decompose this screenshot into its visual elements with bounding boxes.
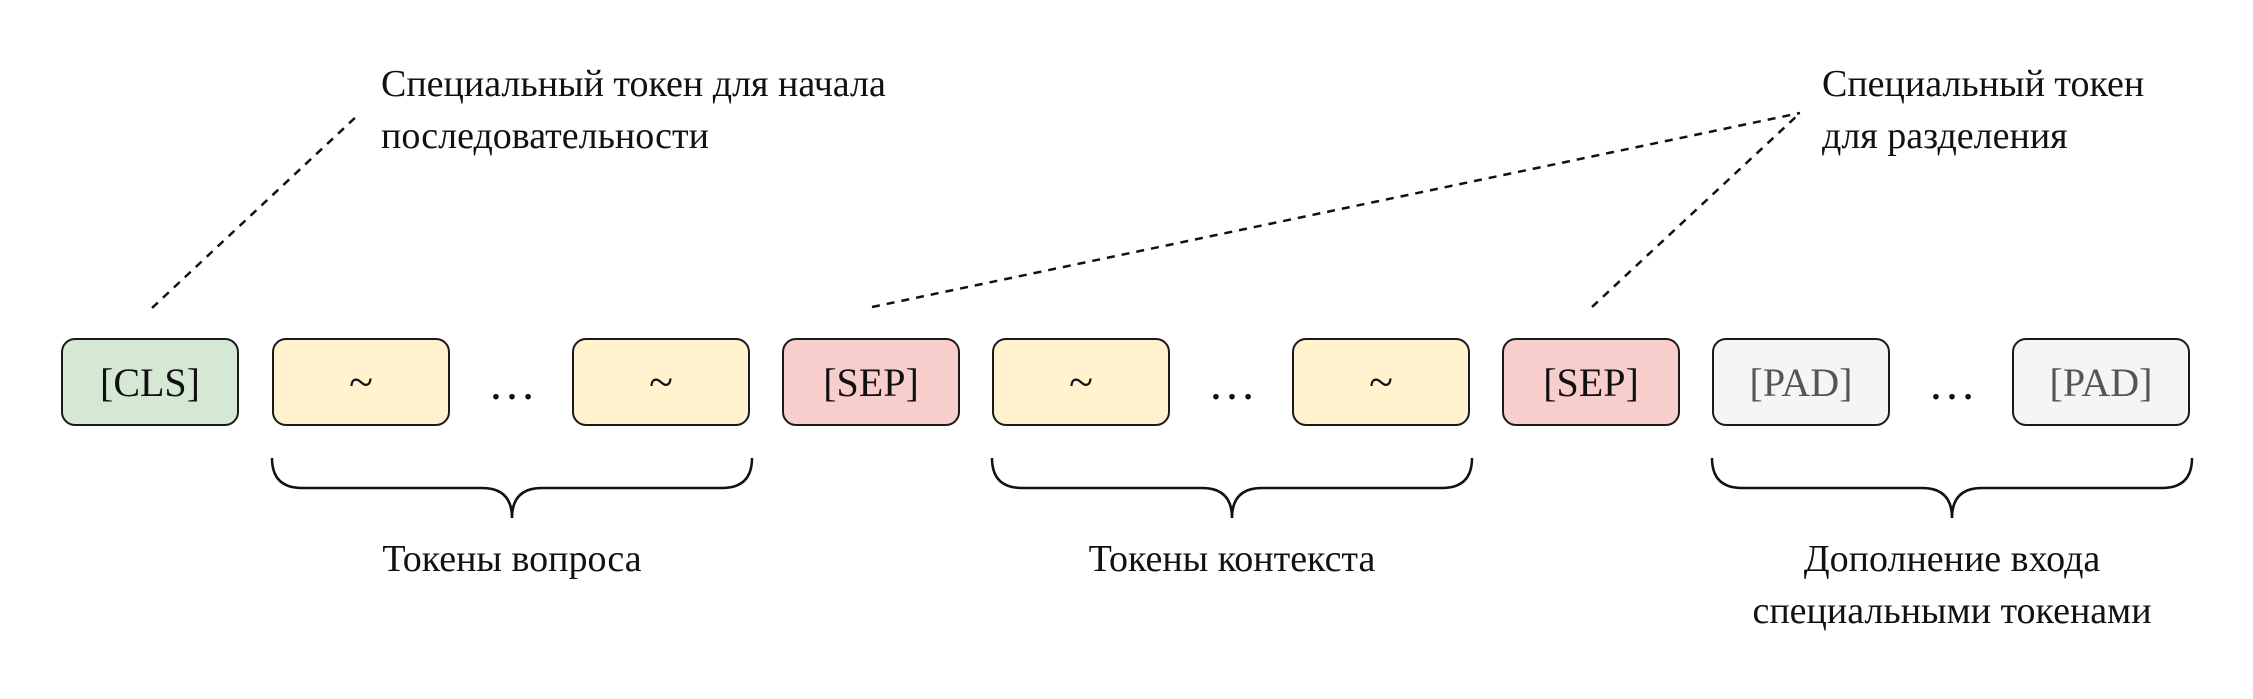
question-token-last-label: ~: [649, 357, 673, 407]
pad-token-last: [PAD]: [2012, 338, 2190, 426]
sep-token-second-label: [SEP]: [1543, 359, 1639, 405]
cls-annotation-line1: Специальный токен для начала: [381, 63, 886, 105]
pad-ellipsis: …: [1928, 357, 1976, 410]
sep-token-second: [SEP]: [1502, 338, 1680, 426]
padding-group-label-line2: специальными токенами: [1752, 590, 2152, 632]
cls-token-label: [CLS]: [100, 359, 200, 405]
question-ellipsis: …: [488, 357, 536, 410]
sep-annotation-line1: Специальный токен: [1822, 63, 2145, 105]
padding-brace: [1710, 457, 2194, 519]
question-token-first-label: ~: [349, 357, 373, 407]
context-token-last-label: ~: [1369, 357, 1393, 407]
context-group-label: Токены контекста: [1088, 538, 1376, 580]
sep-token-first: [SEP]: [782, 338, 960, 426]
pad-token-first-label: [PAD]: [1749, 359, 1853, 405]
context-brace: [990, 457, 1474, 519]
sep1-annotation-line: [871, 111, 1801, 309]
sep2-annotation-line: [1591, 112, 1801, 308]
pad-token-first: [PAD]: [1712, 338, 1890, 426]
sep-annotation-line2: для разделения: [1822, 115, 2068, 157]
cls-annotation-line: [151, 114, 359, 309]
pad-token-last-label: [PAD]: [2049, 359, 2153, 405]
padding-group-label: Дополнение входа специальными токенами: [1702, 533, 2202, 637]
cls-token: [CLS]: [61, 338, 239, 426]
padding-group-label-line1: Дополнение входа: [1803, 538, 2101, 580]
question-token-first: ~: [272, 338, 450, 426]
cls-annotation-line2: последовательности: [381, 115, 709, 157]
sep-annotation: Специальный токен для разделения: [1822, 58, 2144, 162]
sep-token-first-label: [SEP]: [823, 359, 919, 405]
question-group-label: Токены вопроса: [382, 538, 642, 580]
question-brace: [270, 457, 754, 519]
cls-annotation: Специальный токен для начала последовате…: [381, 58, 886, 162]
question-token-last: ~: [572, 338, 750, 426]
context-token-first-label: ~: [1069, 357, 1093, 407]
context-token-last: ~: [1292, 338, 1470, 426]
context-ellipsis: …: [1208, 357, 1256, 410]
context-token-first: ~: [992, 338, 1170, 426]
